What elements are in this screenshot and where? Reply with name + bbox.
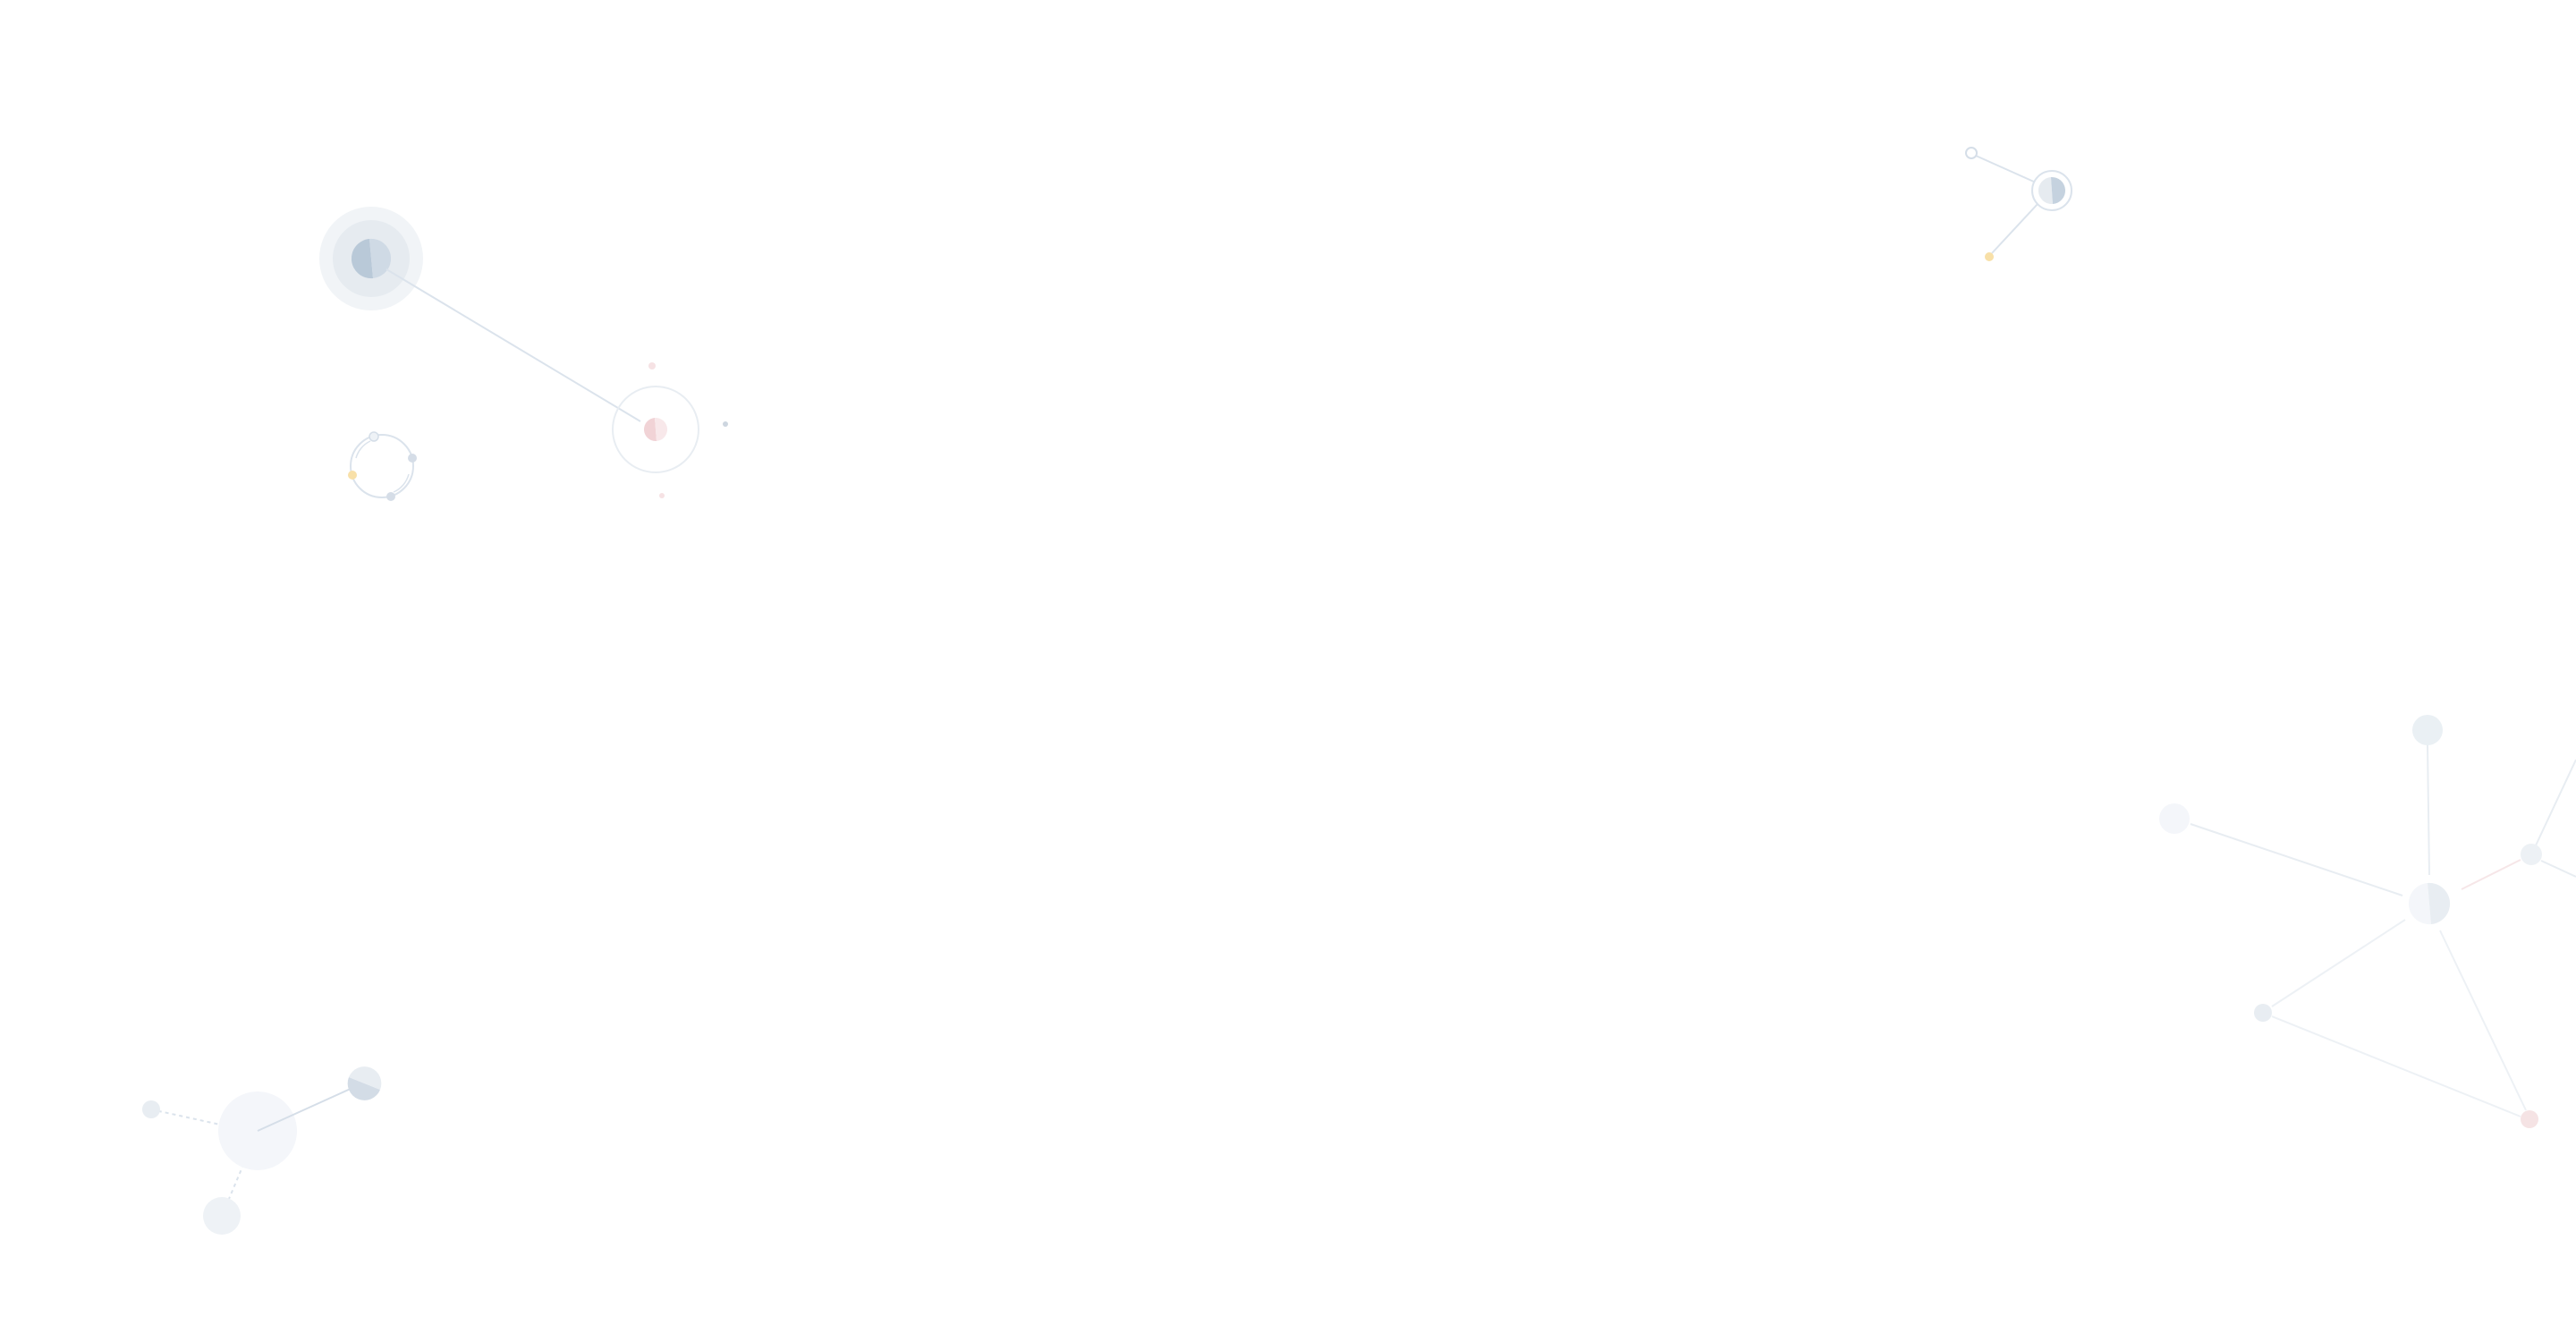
molecule-bottom-left (142, 1066, 382, 1235)
orbit-ring (348, 431, 417, 501)
molecule-top-left (319, 207, 728, 498)
molecule-top-right (1965, 147, 2072, 261)
network-right (2159, 715, 2576, 1128)
